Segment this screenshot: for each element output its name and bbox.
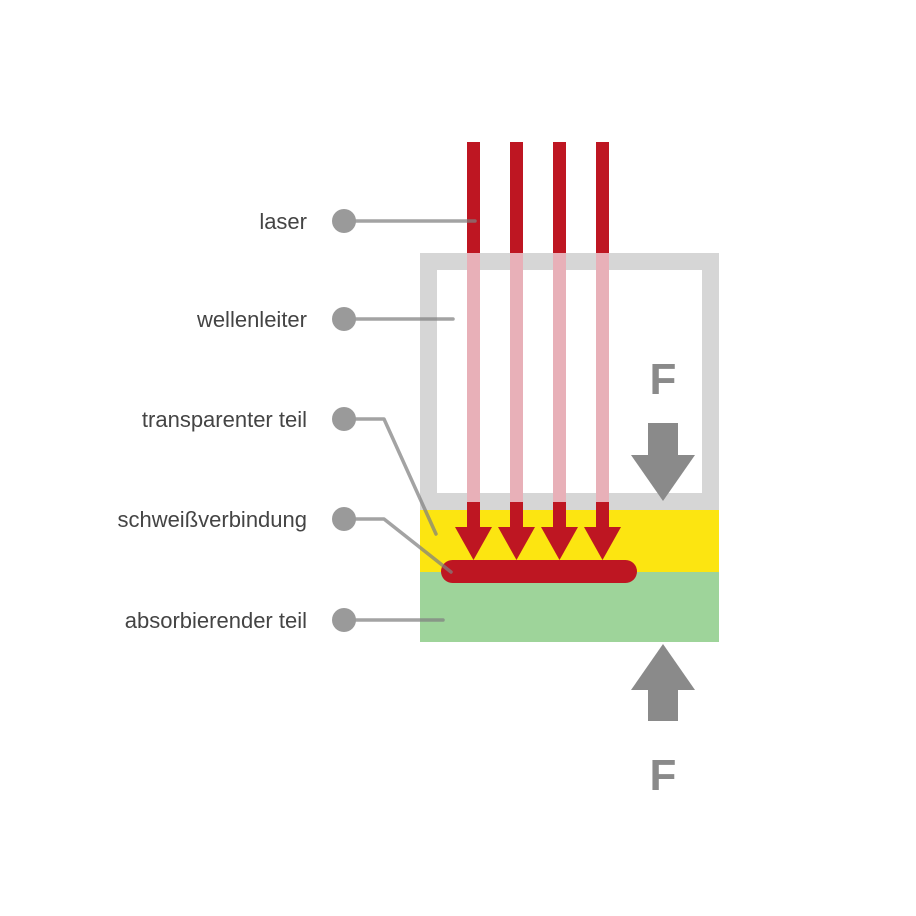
label-wellenleiter: wellenleiter [196,307,307,332]
dot-wellenleiter [332,307,356,331]
force-arrow-bottom-head [631,644,695,690]
dot-transparenter-teil [332,407,356,431]
waveguide-frame [420,253,719,510]
absorbing-part [420,572,719,642]
force-arrow-top [631,423,695,501]
dot-laser [332,209,356,233]
label-schweissverbindung: schweißverbindung [117,507,307,532]
laser-beams [455,142,621,560]
laser-beam-3-inner [553,253,566,502]
label-transparenter-teil: transparenter teil [142,407,307,432]
laser-arrowhead-3 [541,527,578,560]
laser-beam-4-tail [596,502,609,528]
force-arrow-top-shaft [648,423,678,456]
laser-beam-3-tail [553,502,566,528]
weld-seam [441,560,637,583]
laser-beam-2-inner [510,253,523,502]
dot-schweissverbindung [332,507,356,531]
laser-beam-1-outer [467,142,480,253]
force-arrow-top-head [631,455,695,501]
leader-line-transparenter-teil [342,417,438,536]
laser-beam-2-outer [510,142,523,253]
laser-beam-1-tail [467,502,480,528]
force-label-top: F [650,355,677,404]
force-label-bottom: F [650,751,677,800]
dot-absorbierender-teil [332,608,356,632]
laser-beam-4-outer [596,142,609,253]
label-laser: laser [259,209,307,234]
laser-arrowhead-4 [584,527,621,560]
leader-lines [342,219,477,622]
laser-beam-3-outer [553,142,566,253]
laser-beam-4-inner [596,253,609,502]
leader-line-schweissverbindung [342,517,453,574]
leader-dots [332,209,356,632]
force-arrow-bottom [631,644,695,721]
laser-beam-2-tail [510,502,523,528]
laser-arrowhead-1 [455,527,492,560]
laser-arrowhead-2 [498,527,535,560]
label-absorbierender-teil: absorbierender teil [125,608,307,633]
laser-beam-1-inner [467,253,480,502]
force-arrow-bottom-shaft [648,689,678,721]
